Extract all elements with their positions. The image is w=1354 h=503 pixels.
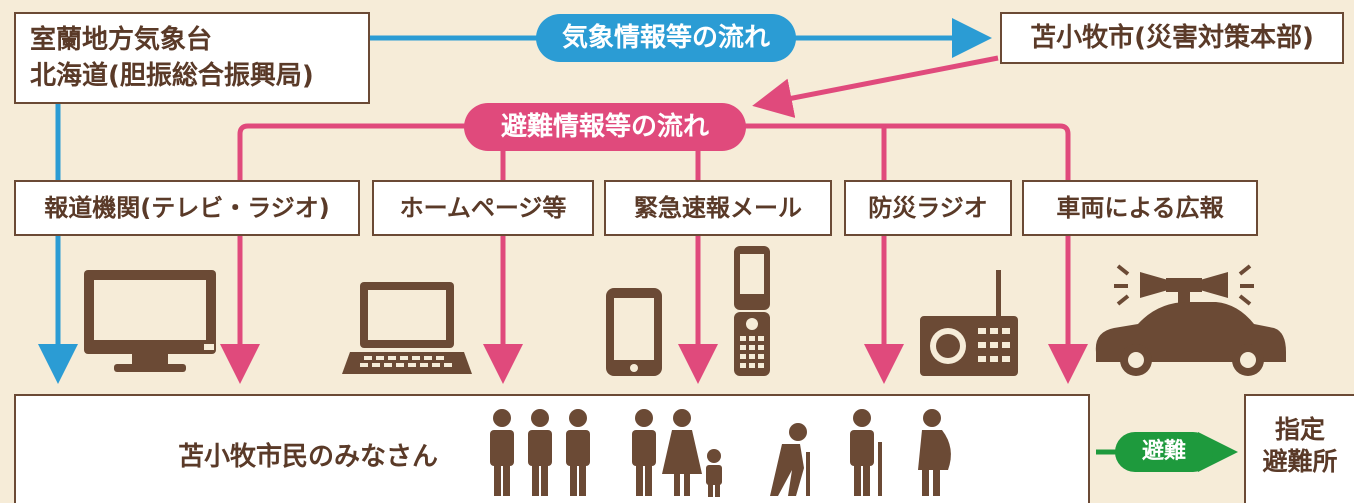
designated-shelter-box: 指定 避難所 [1244, 394, 1354, 503]
source-line2: 北海道(胆振総合振興局) [30, 61, 314, 91]
person-icon [566, 409, 590, 496]
pregnant-woman-icon [918, 409, 951, 496]
shelter-line1: 指定 [1274, 415, 1325, 444]
family-icon [632, 409, 722, 497]
city-hq-box: 苫小牧市(災害対策本部) [1000, 12, 1344, 64]
city-to-evac-arrow [752, 55, 999, 118]
channel-disaster-radio: 防災ラジオ [844, 180, 1012, 236]
evacuate-label: 避難 [1115, 432, 1213, 472]
radio-icon [920, 270, 1018, 376]
person-icon [490, 409, 514, 496]
mobile-phones-icon [606, 246, 770, 376]
residents-people-icon [490, 409, 951, 497]
channel-website: ホームページ等 [372, 180, 594, 236]
weather-source-box: 室蘭地方気象台 北海道(胆振総合振興局) [14, 12, 370, 104]
shelter-line2: 避難所 [1262, 447, 1338, 476]
residents-label: 苫小牧市民のみなさん [178, 442, 439, 472]
evac-flow-label: 避難情報等の流れ [464, 103, 746, 151]
loudspeaker-car-icon [1095, 264, 1286, 376]
person-crutch-icon [850, 409, 882, 496]
tv-icon [84, 270, 216, 372]
weather-flow-label: 気象情報等の流れ [536, 14, 796, 62]
channel-broadcast: 報道機関(テレビ・ラジオ) [14, 180, 360, 236]
channel-vehicle: 車両による広報 [1022, 180, 1258, 236]
person-icon [528, 409, 552, 496]
elderly-cane-icon [770, 423, 810, 496]
source-line1: 室蘭地方気象台 [30, 25, 213, 55]
laptop-icon [342, 282, 472, 374]
channel-emergency-mail: 緊急速報メール [604, 180, 832, 236]
